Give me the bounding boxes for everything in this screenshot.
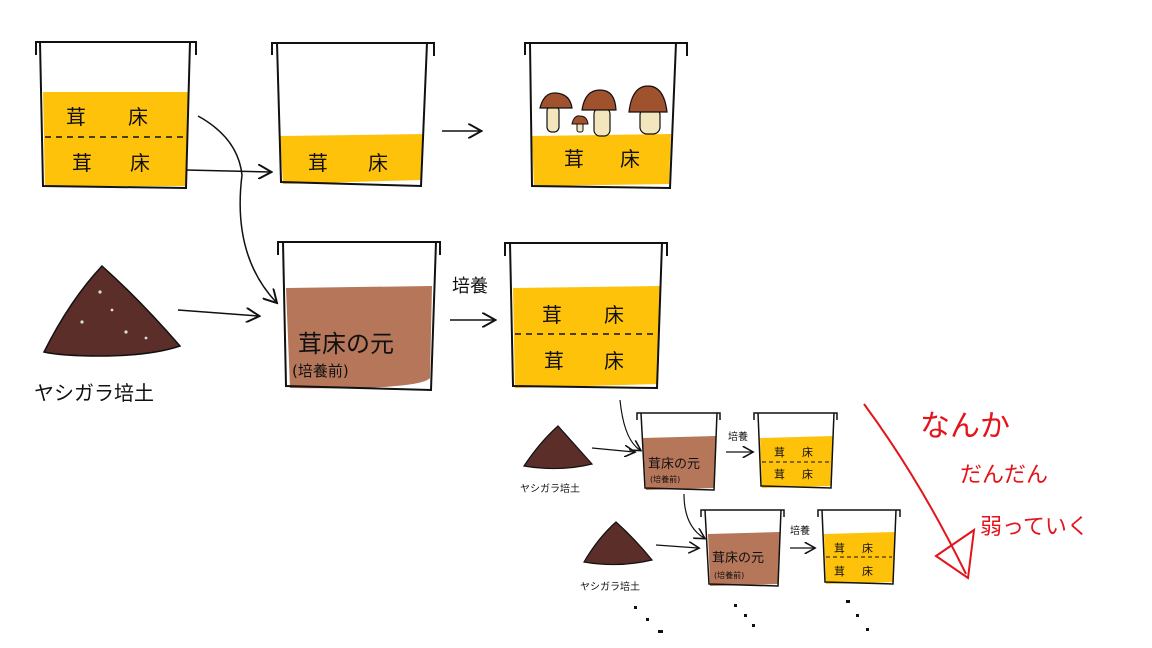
bed-fill [43,92,188,186]
bed-char-3: 茸 [72,151,92,175]
base-fill [286,286,432,389]
bed-char-4: 床 [862,564,873,578]
jar-cultured-bed-small: 茸 床 茸 床 [753,412,838,489]
base-fill [708,532,780,586]
substrate-pile-small: ヤシガラ培土 [580,521,654,593]
jar-icon [524,42,688,190]
jar-icon [35,41,197,190]
base-fill [643,436,716,490]
bed-char-4: 床 [802,467,813,481]
jar-full-bed: 茸 床 茸 床 [35,41,197,190]
substrate-label: ヤシガラ培土 [580,580,640,593]
note-line-2: だんだん [960,463,1048,488]
note-line-1: なんか [920,409,1010,444]
bed-char-3: 茸 [834,565,845,578]
bed-fill [513,286,660,388]
mushroom-icon [571,115,589,133]
arrow-icon [177,310,258,316]
jar-icon [504,242,668,390]
substrate-label: ヤシガラ培土 [34,381,154,405]
jar-cultured-bed-smaller: 茸 床 茸 床 [817,509,901,585]
jar-with-mushrooms: 茸 床 [524,42,688,190]
bed-char-3: 茸 [544,349,564,373]
bed-char-1: 茸 [308,151,328,175]
bed-fill [824,532,895,584]
jar-bed-base-smaller: 茸床の元 (培養前) [700,509,785,587]
bed-char-1: 茸 [66,105,86,129]
bed-char-4: 床 [130,151,150,175]
jar-cultured-bed: 茸 床 茸 床 [504,242,668,390]
bed-char-1: 茸 [542,303,562,327]
mushroom-icon [581,89,617,137]
bed-char-2: 床 [128,105,148,129]
bed-char-3: 茸 [774,468,785,481]
bed-char-1: 茸 [564,147,584,171]
substrate-label: ヤシガラ培土 [520,482,580,495]
soil-pile-icon [583,521,654,566]
jar-icon [277,241,441,392]
base-label: 茸床の元 [298,330,394,358]
bed-fill [280,134,424,184]
culture-label: 培養 [790,524,810,537]
note-line-3: 弱っていく [980,515,1089,540]
jar-icon [753,412,838,489]
continuation-dots [634,600,869,633]
bed-char-2: 床 [862,541,873,555]
pre-culture-label: (培養前) [714,570,744,580]
jar-icon [636,412,721,491]
arrow-icon [619,399,640,450]
arrow-icon [683,493,704,538]
bed-char-4: 床 [604,349,624,373]
pre-culture-label: (培養前) [650,474,680,484]
jar-bed-base: 茸床の元 (培養前) [277,241,441,392]
red-arrowhead-icon [934,527,976,580]
bed-fill [760,436,833,488]
red-arrow-icon [863,403,967,575]
base-label: 茸床の元 [712,551,764,566]
bed-fill [532,134,671,186]
mushroom-icon [539,92,573,133]
jar-icon [271,42,435,188]
culture-label: 培養 [452,276,488,297]
jar-half-bed: 茸 床 [271,42,435,188]
arrow-icon [197,115,276,302]
jar-icon [817,509,901,585]
mushroom-icon [628,85,668,135]
jar-icon [700,509,785,587]
soil-pile-icon [522,425,594,470]
bed-char-1: 茸 [834,542,845,555]
pre-culture-label: (培養前) [292,362,349,380]
arrow-icon [185,170,270,172]
bed-char-2: 床 [604,303,624,327]
bed-char-1: 茸 [774,446,785,459]
bed-char-2: 床 [802,445,813,459]
jar-bed-base-small: 茸床の元 (培養前) [636,412,721,491]
substrate-pile-large: ヤシガラ培土 [34,264,182,405]
substrate-pile-medium: ヤシガラ培土 [520,425,594,495]
arrow-icon [591,448,634,452]
arrow-icon [655,545,698,548]
culture-label: 培養 [728,430,748,443]
bed-char-2: 床 [620,147,640,171]
bed-char-2: 床 [368,151,388,175]
base-label: 茸床の元 [648,457,700,472]
weakening-note: なんか だんだん 弱っていく [863,403,1089,580]
